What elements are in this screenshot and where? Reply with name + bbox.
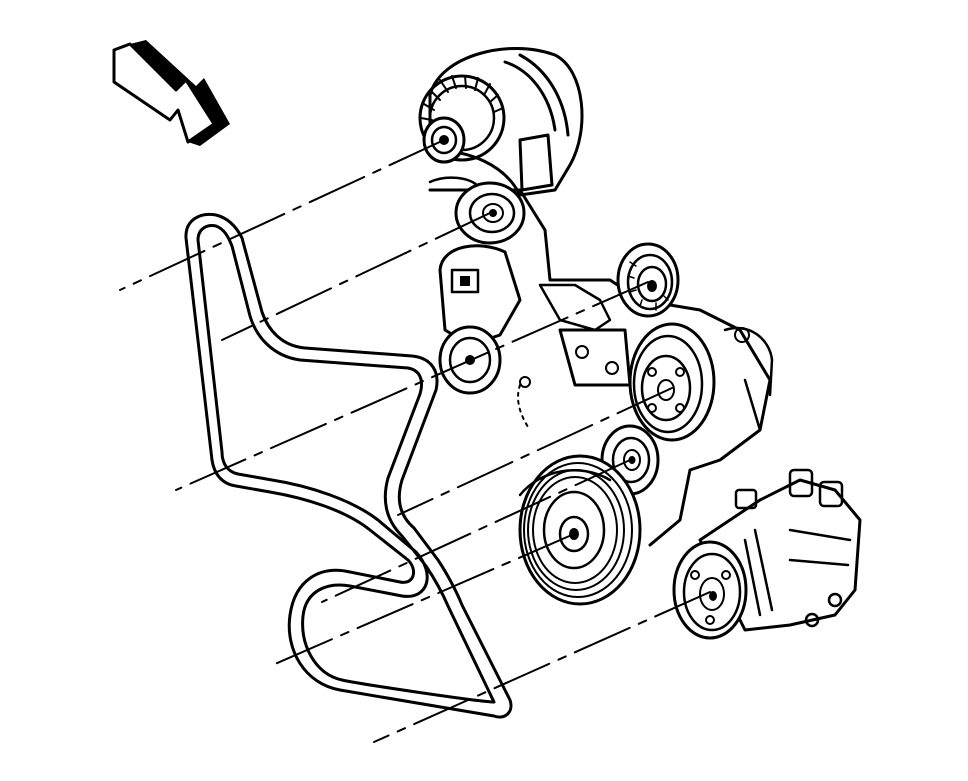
power-steering-pump-pulley: [616, 242, 680, 318]
generator: [418, 47, 584, 197]
drive-belt-tensioner: [438, 244, 522, 395]
ac-compressor: [672, 468, 862, 640]
water-pump-pulley: [628, 322, 716, 442]
crankshaft-balancer: [518, 454, 642, 606]
view-direction-arrow-icon: [112, 40, 230, 146]
alignment-centerlines: [119, 139, 711, 743]
serpentine-drive-belt: [184, 212, 513, 719]
